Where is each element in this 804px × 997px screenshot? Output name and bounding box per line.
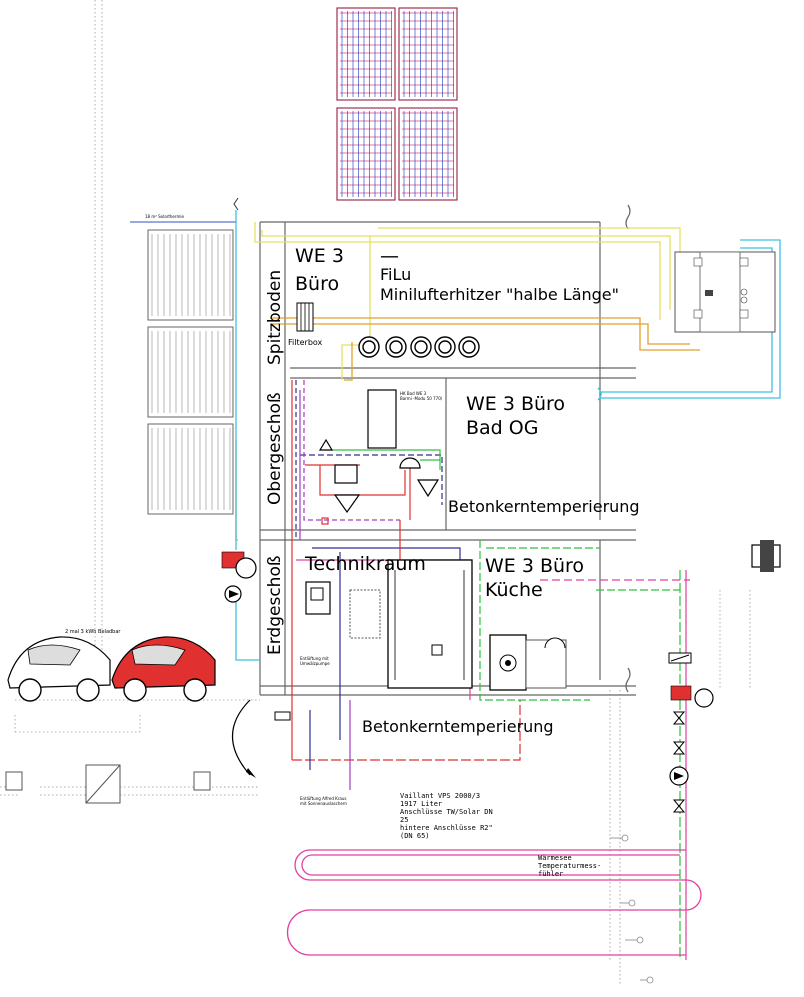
rotation-arrow (231, 699, 251, 776)
tank-spec-3: Anschlüsse TW/Solar DN (400, 808, 493, 816)
technikraum-storage-tank (305, 559, 473, 689)
dotted-boundary-lines (0, 0, 751, 985)
kueche-heat-pump (489, 634, 567, 691)
obergeschoss-label: Obergeschoß (265, 392, 285, 505)
comfoair-ventilation-unit (674, 251, 776, 333)
right-pump-group (540, 570, 714, 960)
solar-thermal-collectors: 18 m² Solarthermie (130, 214, 236, 515)
building-walls (259, 204, 636, 696)
filterbox-label: Filterbox (288, 338, 323, 347)
tank-spec-6: (DN 65) (400, 832, 430, 840)
bad-og-label: Bad OG (466, 417, 538, 439)
outdoor-fan-unit (751, 540, 781, 572)
sensor-note-3: fühler (538, 870, 563, 878)
tank-spec-4: 25 (400, 816, 408, 824)
pv-module-array (336, 7, 458, 201)
ground-sensor-lines (610, 834, 654, 984)
ground-heat-loop (286, 849, 702, 956)
dash-label: — (380, 245, 399, 267)
og-bathroom-equipment (300, 389, 443, 525)
betonkern-eg-label: Betonkerntemperierung (362, 717, 554, 736)
filu-label: FiLu (380, 265, 411, 284)
mini-air-heaters (358, 336, 480, 358)
technikraum-label: Technikraum (304, 553, 426, 575)
valve-symbol (274, 711, 291, 721)
sensor-note-2: Temperaturmess- (538, 862, 601, 870)
we3-buero-kueche-label: WE 3 Büro (485, 555, 584, 577)
we3-buero-bad-label: WE 3 Büro (466, 393, 565, 415)
kueche-label: Küche (485, 579, 543, 601)
left-pump-group (221, 197, 257, 603)
electric-car-white (7, 636, 111, 702)
erdgeschoss-label: Erdgeschoß (265, 555, 285, 655)
we3-label: WE 3 (295, 245, 344, 267)
ev-note: 2 mal 3 kWh Beladbar (65, 629, 121, 635)
tank-spec-1: Vaillant VPS 2000/3 (400, 792, 480, 800)
electric-car-red (111, 636, 216, 702)
collector-note: 18 m² Solarthermie (145, 214, 184, 219)
minilufterhitzer-label: Minilufterhitzer "halbe Länge" (380, 285, 619, 304)
filterbox (296, 302, 314, 332)
sensor-note-1: Wärmesee (538, 854, 572, 862)
spitzboden-label: Spitzboden (265, 270, 285, 365)
buero-label: Büro (295, 273, 339, 295)
tank-spec-2: 1917 Liter (400, 800, 442, 808)
tank-spec-5: hintere Anschlüsse R2" (400, 824, 493, 832)
electrical-boxes (5, 764, 211, 804)
betonkern-og-label: Betonkerntemperierung (448, 497, 640, 516)
